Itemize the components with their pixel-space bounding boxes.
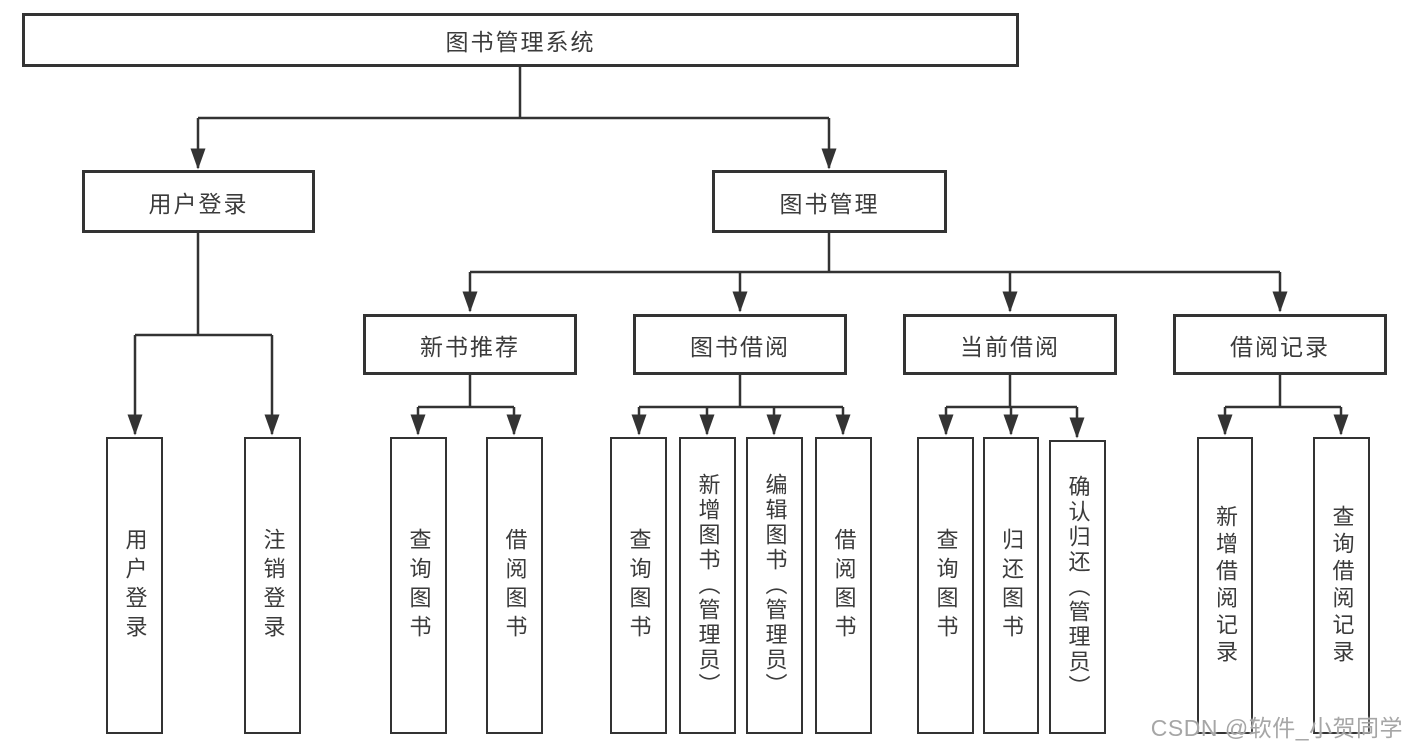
node-book-borrow: 图书借阅 (633, 314, 847, 375)
csdn-watermark: CSDN @软件_小贺同学 (1150, 715, 1403, 741)
node-new-book-recommend: 新书推荐 (363, 314, 577, 375)
leaf-logout-login: 注销登录 (244, 437, 301, 734)
node-borrow-records: 借阅记录 (1173, 314, 1387, 375)
leaf-current-confirm-return-admin: 确认归还（管理员） (1049, 440, 1106, 734)
leaf-recommend-borrow-books: 借阅图书 (486, 437, 543, 734)
node-user-login: 用户登录 (82, 170, 315, 233)
leaf-current-return-books: 归还图书 (983, 437, 1039, 734)
leaf-borrow-add-books-admin: 新增图书（管理员） (679, 437, 736, 734)
node-book-management: 图书管理 (712, 170, 947, 233)
leaf-user-login: 用户登录 (106, 437, 163, 734)
leaf-borrow-borrow-books: 借阅图书 (815, 437, 872, 734)
leaf-records-add-record: 新增借阅记录 (1197, 437, 1253, 734)
node-library-management-system: 图书管理系统 (22, 13, 1019, 67)
leaf-recommend-query-books: 查询图书 (390, 437, 447, 734)
leaf-current-query-books: 查询图书 (917, 437, 974, 734)
leaf-borrow-query-books: 查询图书 (610, 437, 667, 734)
leaf-records-query-record: 查询借阅记录 (1313, 437, 1370, 734)
node-current-borrow: 当前借阅 (903, 314, 1117, 375)
leaf-borrow-edit-books-admin: 编辑图书（管理员） (746, 437, 803, 734)
